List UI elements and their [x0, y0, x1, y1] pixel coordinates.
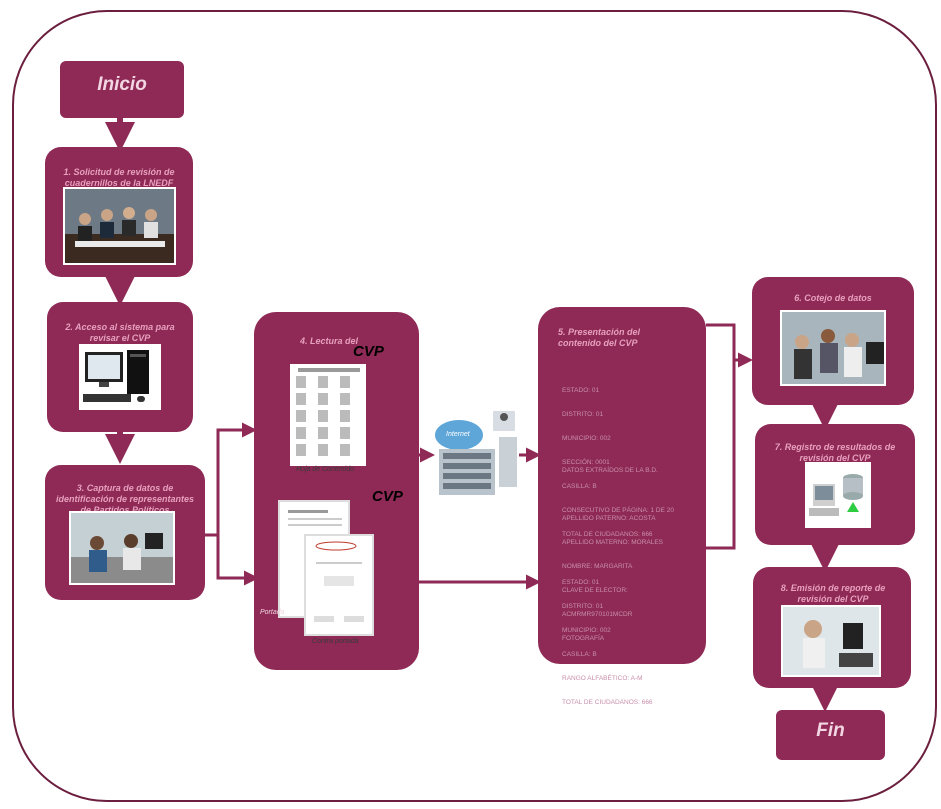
cotejo-photo: [780, 310, 886, 386]
step-5-label: 5. Presentación del contenido del CVP: [558, 327, 641, 348]
info-1-line: MUNICIPIO: 002: [562, 435, 611, 442]
capture-photo: [69, 511, 175, 585]
registro-image: [805, 462, 871, 528]
cvp-label-2: CVP: [372, 488, 403, 505]
info-1-line: TOTAL DE CIUDADANOS: 666: [562, 531, 653, 538]
step-7-box: 7. Registro de resultados de revisión de…: [755, 424, 915, 545]
step-2-label: 2. Acceso al sistema para revisar el CVP: [65, 322, 175, 343]
info-3-line: RANGO ALFABÉTICO: A-M: [562, 675, 643, 682]
info-2-line: FOTOGRAFÍA: [562, 635, 605, 642]
info-2-line: [562, 491, 663, 499]
info-1-line: CONSECUTIVO DE PÁGINA: 1 DE 20: [562, 507, 674, 514]
info-2-line: APELLIDO PATERNO: ACOSTA: [562, 515, 656, 522]
info-2-line: CLAVE DE ELECTOR:: [562, 587, 628, 594]
fin-box: Fin: [776, 710, 885, 760]
info-2-line: DATOS EXTRAÍDOS DE LA B.D.: [562, 467, 658, 474]
rounded-frame: [12, 10, 937, 802]
info-3-line: DISTRITO: 01: [562, 603, 604, 610]
step-3-label: 3. Captura de datos de identificación de…: [55, 483, 195, 515]
step-5-box: 5. Presentación del contenido del CVP ES…: [538, 307, 706, 706]
info-2-line: APELLIDO MATERNO: MORALES: [562, 539, 664, 546]
info-3-line: MUNICIPIO: 002: [562, 627, 611, 634]
info-3-line: TOTAL DE CIUDADANOS: 666: [562, 699, 653, 706]
cvp-label-1: CVP: [353, 343, 384, 360]
arrow-s3-s4a: [205, 422, 257, 537]
computer-photo: [79, 344, 161, 410]
step-1-box: 1. Solicitud de revisión de cuadernillos…: [45, 147, 193, 277]
internet-servers-image: Internet: [433, 407, 519, 499]
contraportada-doc: [304, 534, 374, 636]
info-2-line: ACMRMR970101MCDR: [562, 611, 633, 618]
info-3-line: ESTADO: 01: [562, 579, 600, 586]
contraportada-caption: Contra portada: [312, 638, 359, 645]
info-1-line: SECCIÓN: 0001: [562, 459, 610, 466]
info-block-2: DATOS EXTRAÍDOS DE LA B.D. APELLIDO PATE…: [562, 451, 663, 659]
step-3-box: 3. Captura de datos de identificación de…: [45, 465, 205, 600]
step-1-label: 1. Solicitud de revisión de cuadernillos…: [63, 167, 175, 188]
info-block-3: ESTADO: 01 DISTRITO: 01 MUNICIPIO: 002 C…: [562, 563, 653, 723]
info-1-line: CASILLA: B: [562, 483, 597, 490]
arrow-s5-s6a: [706, 323, 753, 368]
step-7-label: 7. Registro de resultados de revisión de…: [774, 442, 896, 463]
step-4-label: 4. Lectura del: [299, 336, 359, 346]
inicio-box: Inicio: [60, 61, 184, 118]
reporte-photo: [781, 605, 881, 677]
hoja-contenido-doc: [290, 364, 366, 466]
internet-label: Internet: [446, 431, 470, 438]
inicio-label: Inicio: [97, 74, 147, 95]
info-3-line: CASILLA: B: [562, 651, 597, 658]
arrow-s3-s4b: [216, 535, 259, 586]
step-8-box: 8. Emisión de reporte de revisión del CV…: [753, 567, 911, 688]
step-2-box: 2. Acceso al sistema para revisar el CVP: [47, 302, 193, 432]
info-1-line: DISTRITO: 01: [562, 411, 604, 418]
info-1-line: ESTADO: 01: [562, 387, 600, 394]
info-2-line: NOMBRE: MARGARITA: [562, 563, 633, 570]
step-6-box: 6. Cotejo de datos: [752, 277, 914, 405]
portada-caption: Portada: [260, 609, 285, 616]
step-4-box: 4. Lectura del CVP Hoja de Contenido CVP: [254, 312, 419, 670]
step-8-label: 8. Emisión de reporte de revisión del CV…: [780, 583, 886, 604]
hoja-contenido-caption: Hoja de Contenido: [296, 466, 354, 473]
fin-label: Fin: [816, 720, 845, 741]
step-6-label: 6. Cotejo de datos: [794, 293, 872, 303]
meeting-photo: [63, 187, 176, 265]
arrow-s5-s6b: [706, 360, 736, 550]
info-block-1: ESTADO: 01 DISTRITO: 01 MUNICIPIO: 002 S…: [562, 371, 674, 555]
